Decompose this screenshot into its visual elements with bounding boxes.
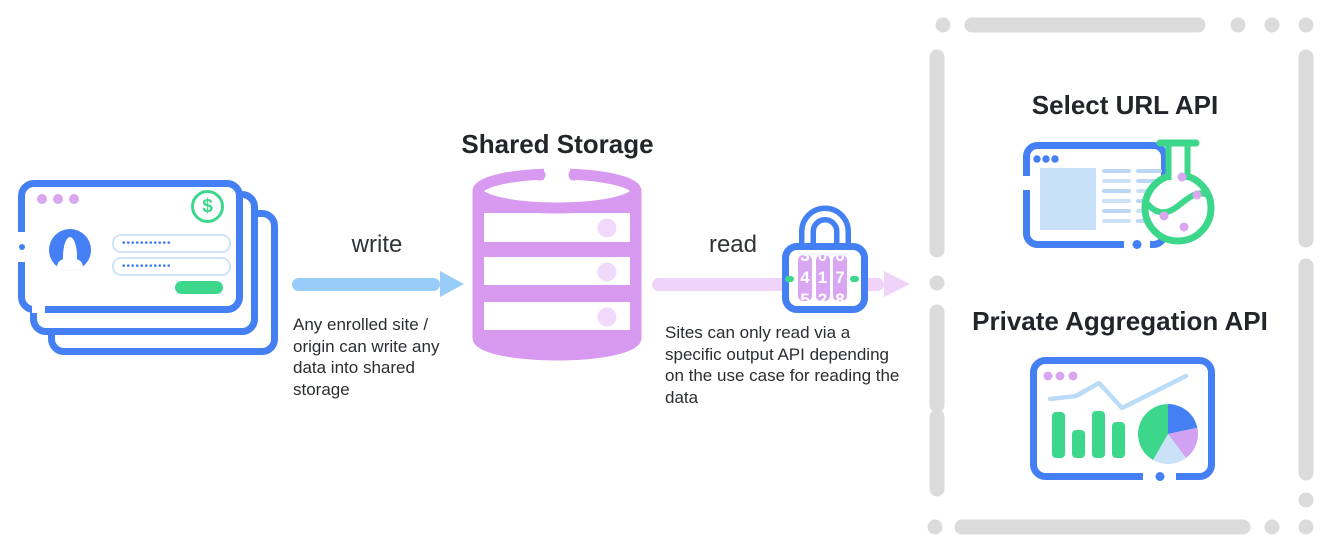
border-dot [1132, 240, 1142, 249]
password-field[interactable]: ••••••••••• [112, 257, 231, 276]
window-control-dot [53, 194, 63, 204]
write-arrow-head [440, 271, 464, 297]
write-arrow [292, 278, 440, 291]
pie-chart [1138, 404, 1198, 464]
wheel-digit-partial: 6 [835, 255, 845, 265]
site-window-front: $ ••••••••••• ••••••••••• [18, 180, 243, 313]
wheel-digit-partial: 8 [835, 290, 845, 301]
avatar-shoulders [57, 259, 83, 271]
border-gap [32, 306, 45, 313]
wheel-digit-partial: 0 [817, 255, 828, 265]
window-control-dot [1055, 371, 1065, 381]
wheel-marker-dash [850, 276, 859, 282]
window-control-dot [1033, 155, 1041, 163]
window-control-dot [1068, 371, 1078, 381]
window-control-dot [37, 194, 47, 204]
combination-lock-icon: 3 4 5 0 1 2 6 7 8 [775, 203, 880, 323]
window-control-dot [1042, 155, 1050, 163]
wheel-digit: 4 [800, 268, 810, 287]
select-url-api-icon [1023, 139, 1215, 252]
band-indicator-dot [597, 307, 617, 327]
border-dot [1155, 472, 1165, 481]
select-url-api-title: Select URL API [1031, 90, 1219, 120]
lock-wheel[interactable]: 6 7 8 [833, 255, 847, 301]
read-arrow-head [884, 271, 910, 297]
wheel-digit-partial: 3 [800, 255, 810, 265]
bubble [1179, 222, 1189, 232]
wheel-digit-partial: 5 [800, 290, 810, 301]
username-field[interactable]: ••••••••••• [112, 234, 231, 253]
window-control-dot [69, 194, 79, 204]
lock-shackle [799, 205, 851, 253]
login-button[interactable] [175, 281, 223, 294]
bar-chart [1052, 411, 1125, 458]
private-aggregation-api-icon [1030, 357, 1215, 483]
band-indicator-dot [597, 262, 617, 282]
cylinder-top-gap [544, 165, 570, 180]
user-avatar-icon [49, 229, 91, 271]
content-block [1040, 168, 1096, 230]
gap-cap [568, 169, 580, 181]
lock-wheel[interactable]: 0 1 2 [815, 255, 830, 301]
bubble [1192, 190, 1202, 200]
wheel-marker-dash [785, 276, 794, 282]
read-label: read [708, 231, 758, 258]
wheel-digit-partial: 2 [817, 290, 828, 301]
wheel-digit: 7 [835, 268, 845, 287]
read-description: Sites can only read via a specific outpu… [665, 323, 900, 407]
window-control-dot [1043, 371, 1053, 381]
bubble [1159, 211, 1169, 221]
window-control-dot [1051, 155, 1059, 163]
border-gap [1023, 176, 1030, 190]
write-label: write [351, 231, 403, 258]
flask-icon [1141, 139, 1215, 245]
bubble [1177, 172, 1187, 182]
dollar-icon: $ [191, 190, 224, 223]
wheel-digit: 1 [817, 268, 828, 287]
lock-wheel[interactable]: 3 4 5 [798, 255, 812, 301]
gap-cap [534, 169, 546, 181]
write-description: Any enrolled site / origin can write any… [293, 315, 440, 399]
band-indicator-dot [597, 218, 617, 238]
shared-storage-title: Shared Storage [461, 129, 654, 159]
database-cylinder-icon [472, 165, 642, 361]
border-dot [18, 244, 25, 250]
line-chart [1047, 373, 1189, 411]
private-aggregation-api-title: Private Aggregation API [972, 306, 1268, 336]
